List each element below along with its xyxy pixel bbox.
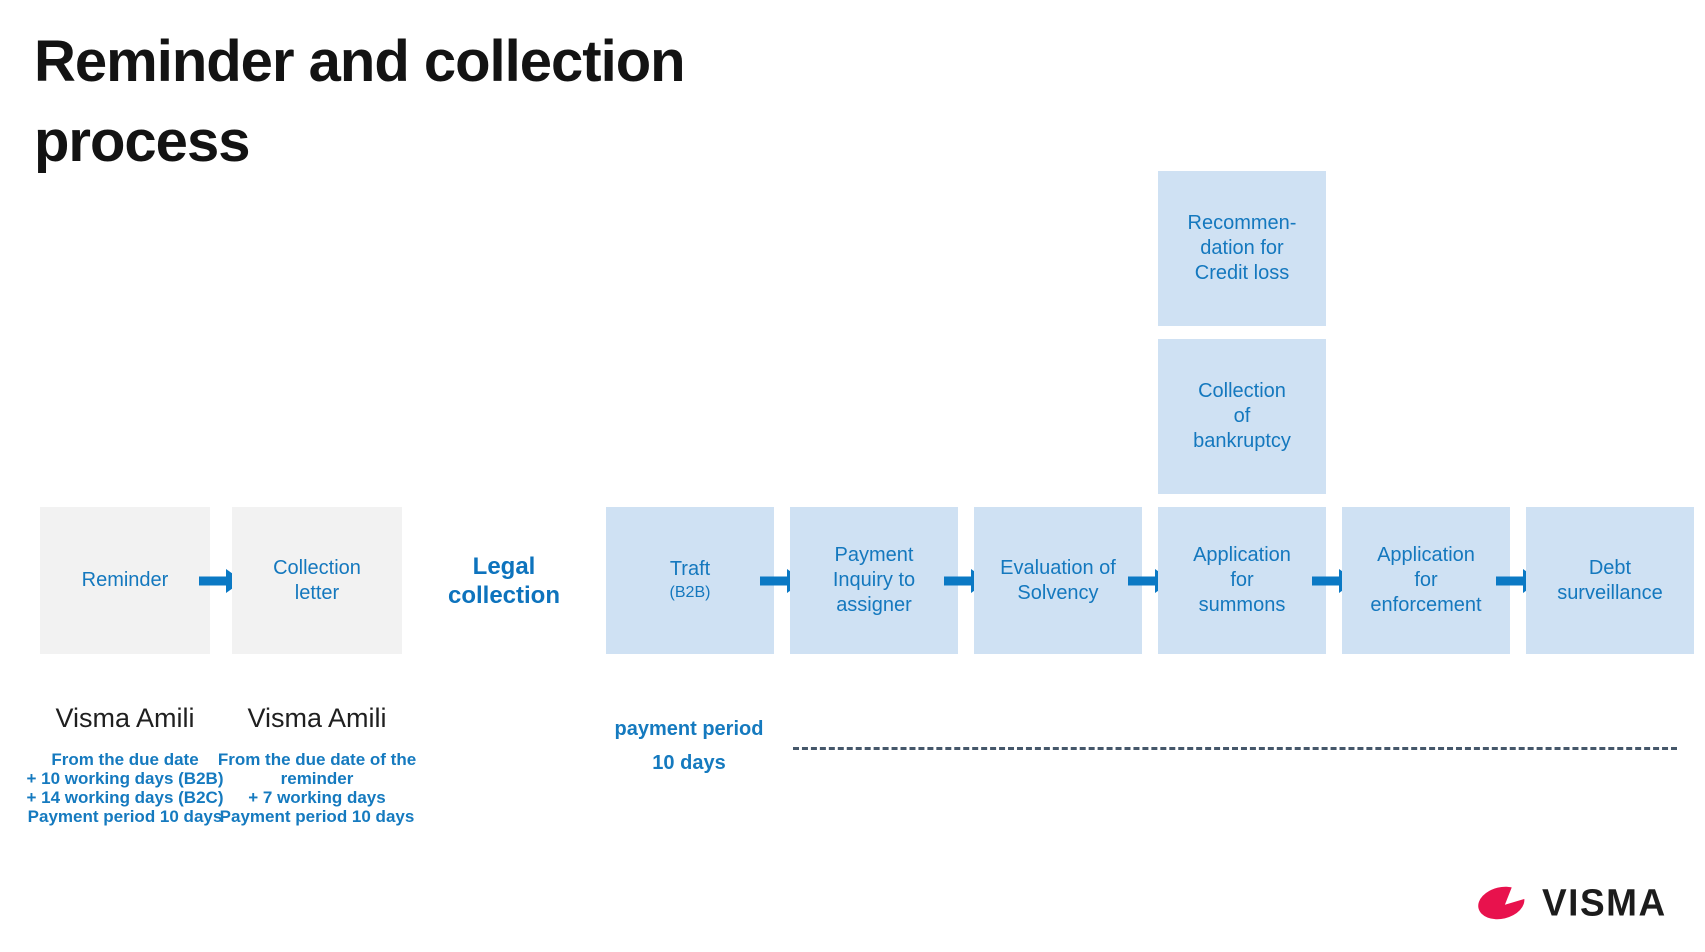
process-box-collection-letter: Collection letter	[232, 507, 402, 654]
process-box-reminder: Reminder	[40, 507, 210, 654]
process-row: Reminder Collection letter Legal collect…	[40, 507, 1694, 654]
legal-collection-label: Legal collection	[447, 552, 561, 609]
box-recommendation-credit-loss: Recommen- dation for Credit loss	[1158, 171, 1326, 326]
visma-amili-label-left: Visma Amili	[55, 703, 195, 733]
process-box-application-enforcement: Application for enforcement	[1342, 507, 1510, 654]
visma-logo: VISMA	[1477, 881, 1667, 924]
payment-period-label: payment period 10 days	[614, 718, 764, 774]
process-box-traft: Traft (B2B)	[606, 507, 774, 654]
visma-swoosh-icon	[1478, 883, 1531, 920]
process-box-payment-inquiry: Payment Inquiry to assigner	[790, 507, 958, 654]
payment-period-dashed-line	[793, 747, 1677, 750]
process-box-debt-surveillance: Debt surveillance	[1526, 507, 1694, 654]
traft-sublabel: (B2B)	[669, 584, 711, 601]
page-title: Reminder and collection process	[34, 29, 686, 174]
flow-arrow-icon	[199, 507, 243, 654]
flow-arrow-icon	[760, 507, 804, 654]
process-box-application-summons: Application for summons	[1158, 507, 1326, 654]
box-collection-bankruptcy: Collection of bankruptcy	[1158, 339, 1326, 494]
process-box-evaluation-solvency: Evaluation of Solvency	[974, 507, 1142, 654]
flow-arrow-icon	[1496, 507, 1540, 654]
traft-label: Traft	[669, 558, 711, 580]
flow-arrow-icon	[944, 507, 988, 654]
visma-amili-label-right: Visma Amili	[247, 703, 387, 733]
note-reminder-terms: From the due date + 10 working days (B2B…	[26, 750, 224, 826]
note-collection-letter-terms: From the due date of the reminder + 7 wo…	[217, 750, 417, 826]
visma-wordmark: VISMA	[1542, 881, 1667, 924]
flow-arrow-icon	[1128, 507, 1172, 654]
flow-arrow-icon	[1312, 507, 1356, 654]
